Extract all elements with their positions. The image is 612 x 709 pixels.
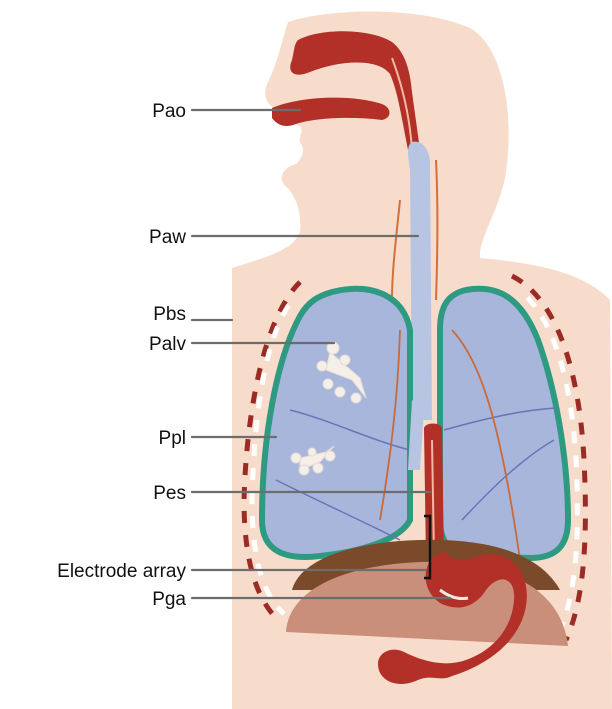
label-pes: Pes xyxy=(153,483,186,504)
label-ppl: Ppl xyxy=(159,428,186,449)
label-palv: Palv xyxy=(149,334,186,355)
label-pbs: Pbs xyxy=(153,304,186,325)
label-pao: Pao xyxy=(152,101,186,122)
label-paw: Paw xyxy=(149,227,186,248)
pressure-labels: Pao Paw Pbs Palv Ppl Pes Electrode array… xyxy=(57,101,186,610)
label-pga: Pga xyxy=(152,589,186,610)
label-electrode-array: Electrode array xyxy=(57,561,186,582)
